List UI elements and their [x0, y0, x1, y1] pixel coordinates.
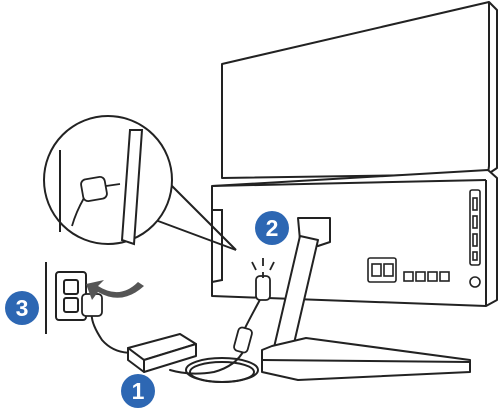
monitor-edge	[488, 2, 489, 174]
step-badge-1: 1	[121, 374, 155, 408]
stand-base	[262, 338, 470, 380]
monitor	[212, 2, 497, 306]
step-number-2: 2	[266, 215, 279, 241]
zoom-circle	[44, 116, 172, 244]
monitor-panel	[222, 2, 497, 178]
step-number-1: 1	[132, 378, 145, 404]
ferrite-core	[233, 327, 253, 354]
rear-left-bracket	[212, 210, 222, 282]
wall-outlet	[46, 262, 86, 334]
step-number-3: 3	[16, 295, 29, 321]
monitor-rear-body	[212, 170, 497, 306]
step-badge-3: 3	[5, 291, 39, 325]
zoom-callout	[44, 116, 236, 250]
step-badge-2: 2	[255, 211, 289, 245]
power-adapter	[128, 334, 196, 372]
